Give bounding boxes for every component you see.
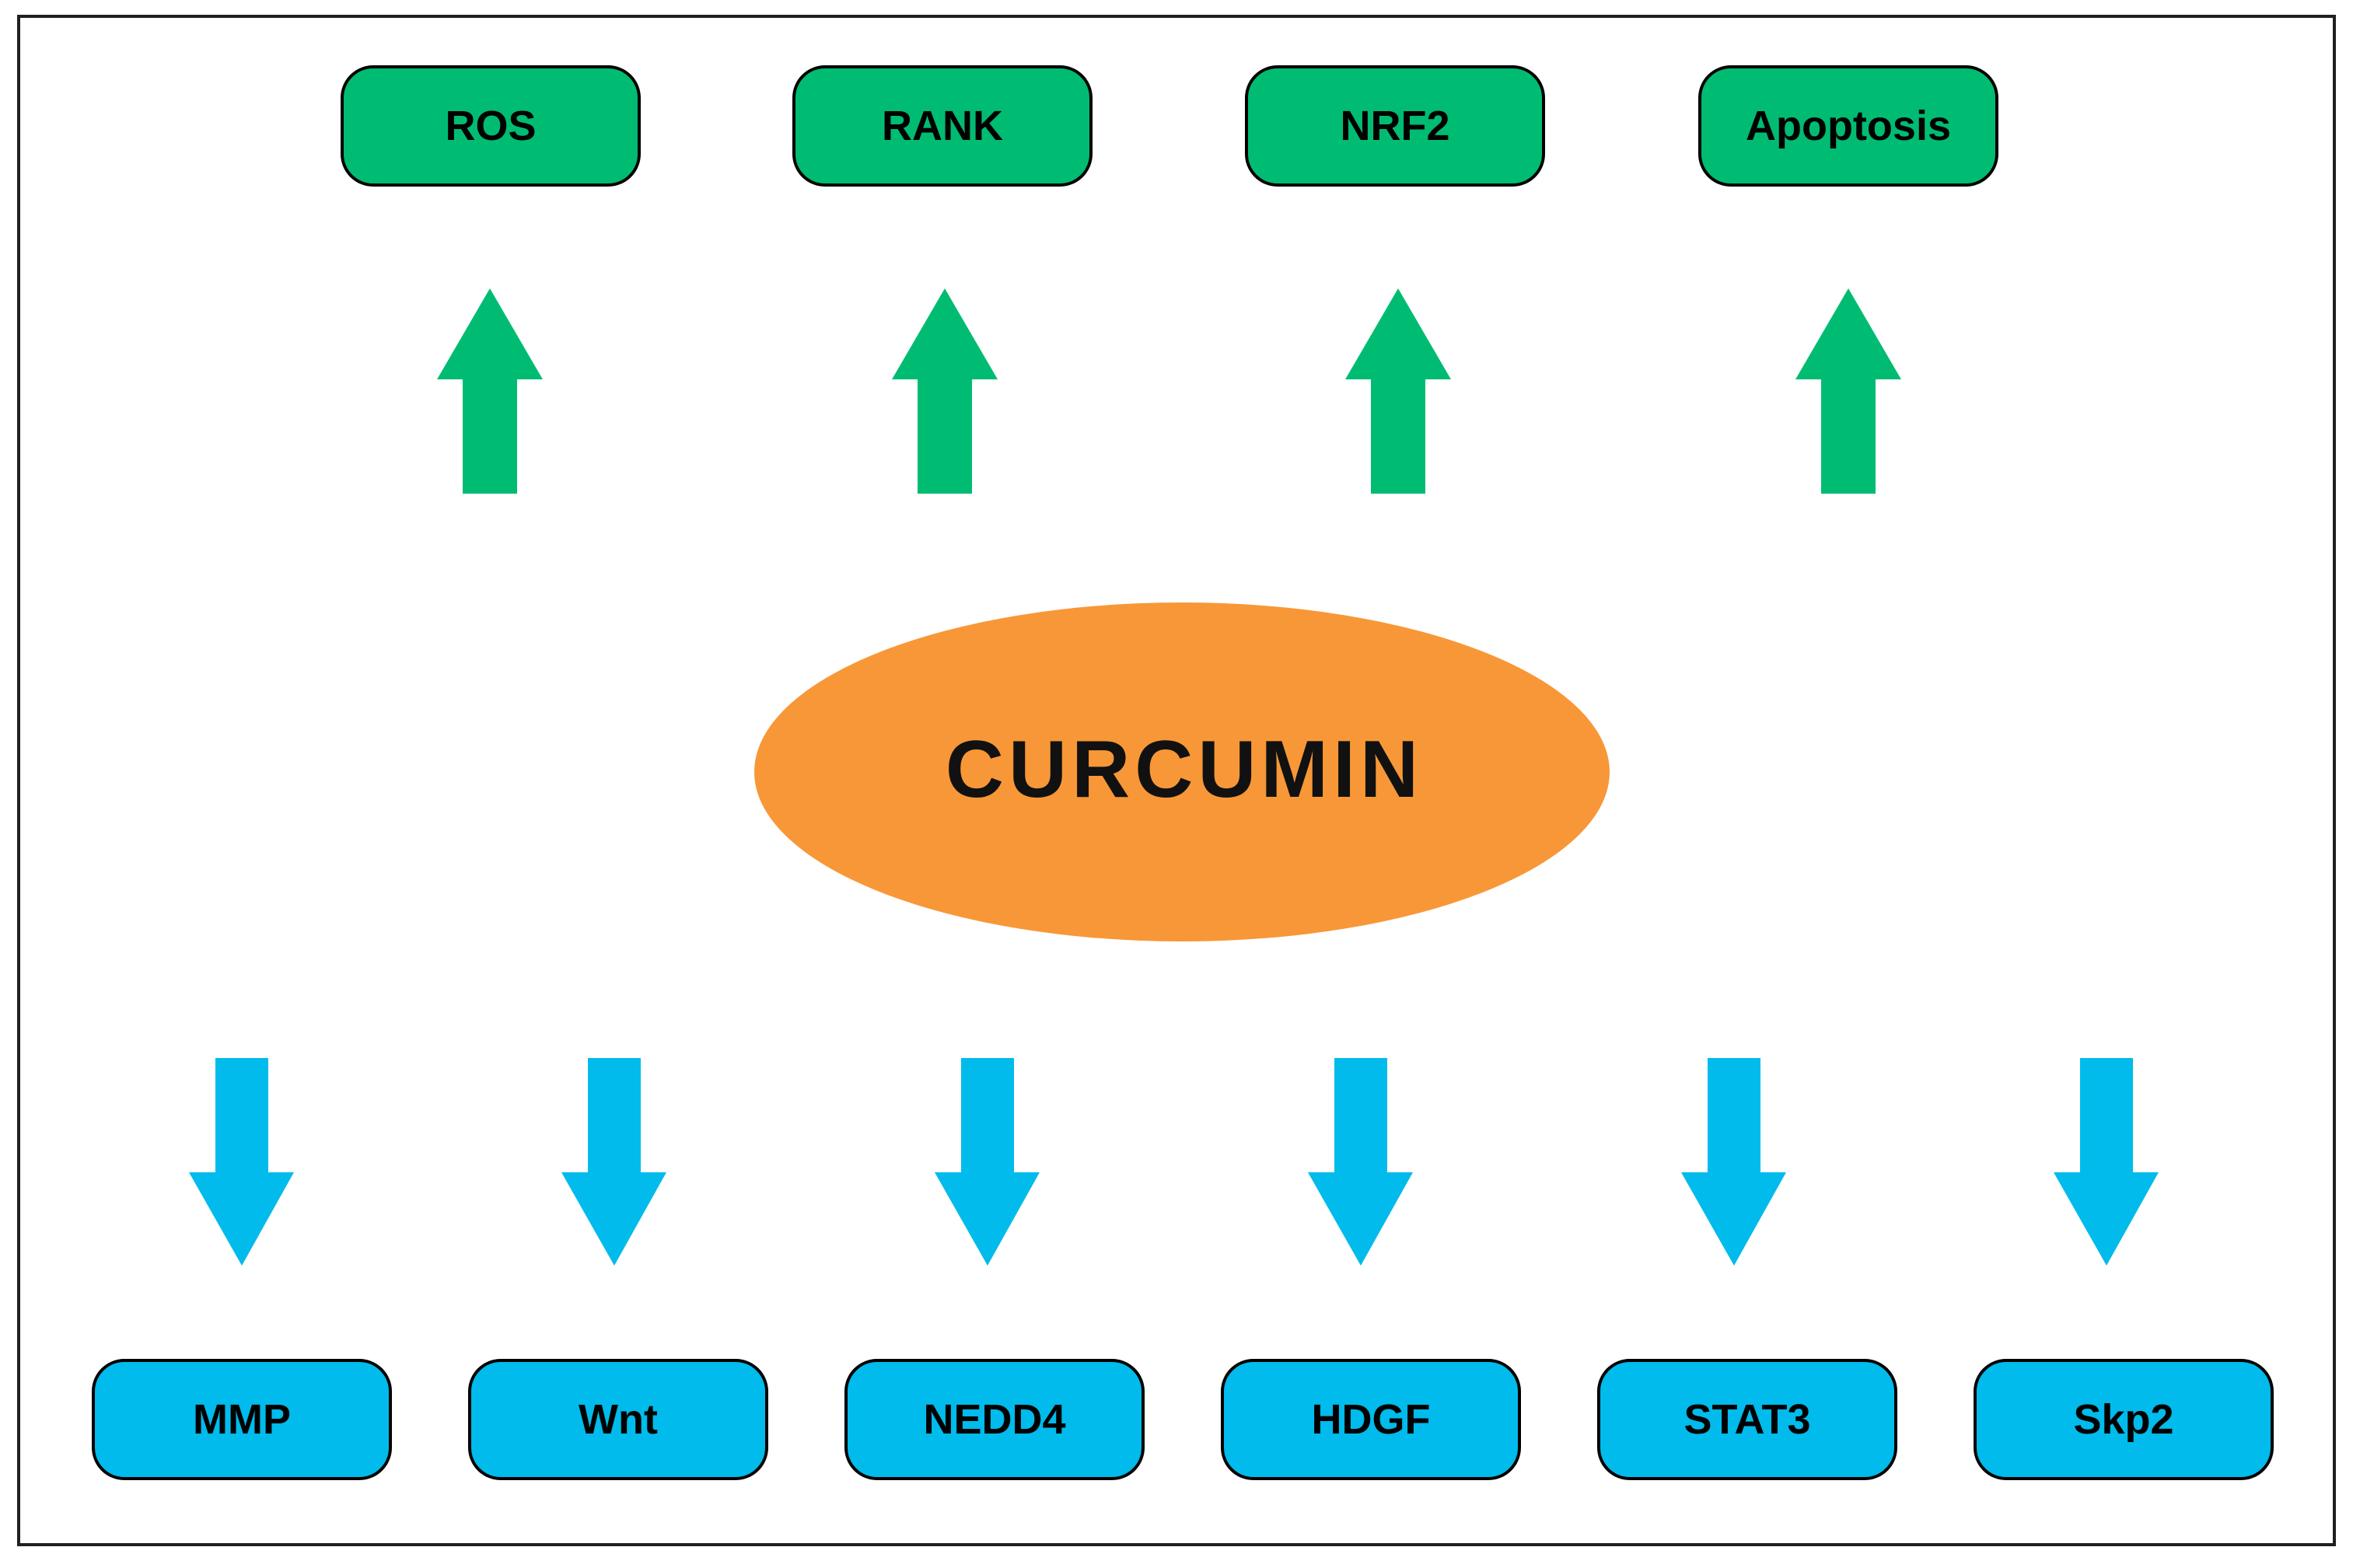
apoptosis-box (1698, 65, 1998, 187)
nrf2-label: NRF2 (1340, 103, 1449, 149)
upregulated-box-rank: RANK (792, 65, 1093, 187)
downregulated-box-nedd4: NEDD4 (844, 1359, 1145, 1480)
downregulated-box-mmp: MMP (92, 1359, 392, 1480)
down-arrow-icon (935, 1058, 1040, 1266)
ros-box (341, 65, 641, 187)
stat3-box (1597, 1359, 1897, 1480)
curcumin-ellipse (754, 602, 1610, 941)
rank-box (792, 65, 1093, 187)
nrf2-box (1245, 65, 1545, 187)
stat3-label: STAT3 (1683, 1396, 1810, 1443)
hdgf-box (1221, 1359, 1521, 1480)
downregulated-box-stat3: STAT3 (1597, 1359, 1897, 1480)
upregulated-box-nrf2: NRF2 (1245, 65, 1545, 187)
ros-label: ROS (445, 103, 536, 149)
rank-label: RANK (882, 103, 1003, 149)
downregulated-box-hdgf: HDGF (1221, 1359, 1521, 1480)
down-arrow-icon (189, 1058, 294, 1266)
skp2-box (1974, 1359, 2274, 1480)
down-arrow-icon (1308, 1058, 1413, 1266)
hdgf-label: HDGF (1312, 1396, 1431, 1443)
up-arrow-icon (892, 288, 998, 494)
up-arrow-icon (437, 288, 543, 494)
mmp-box (92, 1359, 392, 1480)
wnt-box (468, 1359, 768, 1480)
curcumin-label: CURCUMIN (946, 725, 1423, 815)
center-node: CURCUMIN (754, 602, 1610, 941)
down-arrow-icon (2054, 1058, 2159, 1266)
down-arrow-icon (1681, 1058, 1786, 1266)
skp2-label: Skp2 (2073, 1396, 2173, 1443)
up-arrow-icon (1795, 288, 1901, 494)
nedd4-box (844, 1359, 1145, 1480)
down-arrow-icon (561, 1058, 666, 1266)
upregulated-box-ros: ROS (341, 65, 641, 187)
apoptosis-label: Apoptosis (1746, 103, 1951, 149)
nedd4-label: NEDD4 (923, 1396, 1065, 1443)
downregulated-box-wnt: Wnt (468, 1359, 768, 1480)
upregulated-box-apoptosis: Apoptosis (1698, 65, 1998, 187)
downregulated-box-skp2: Skp2 (1974, 1359, 2274, 1480)
up-arrow-icon (1345, 288, 1451, 494)
mmp-label: MMP (193, 1396, 291, 1443)
wnt-label: Wnt (579, 1396, 658, 1443)
